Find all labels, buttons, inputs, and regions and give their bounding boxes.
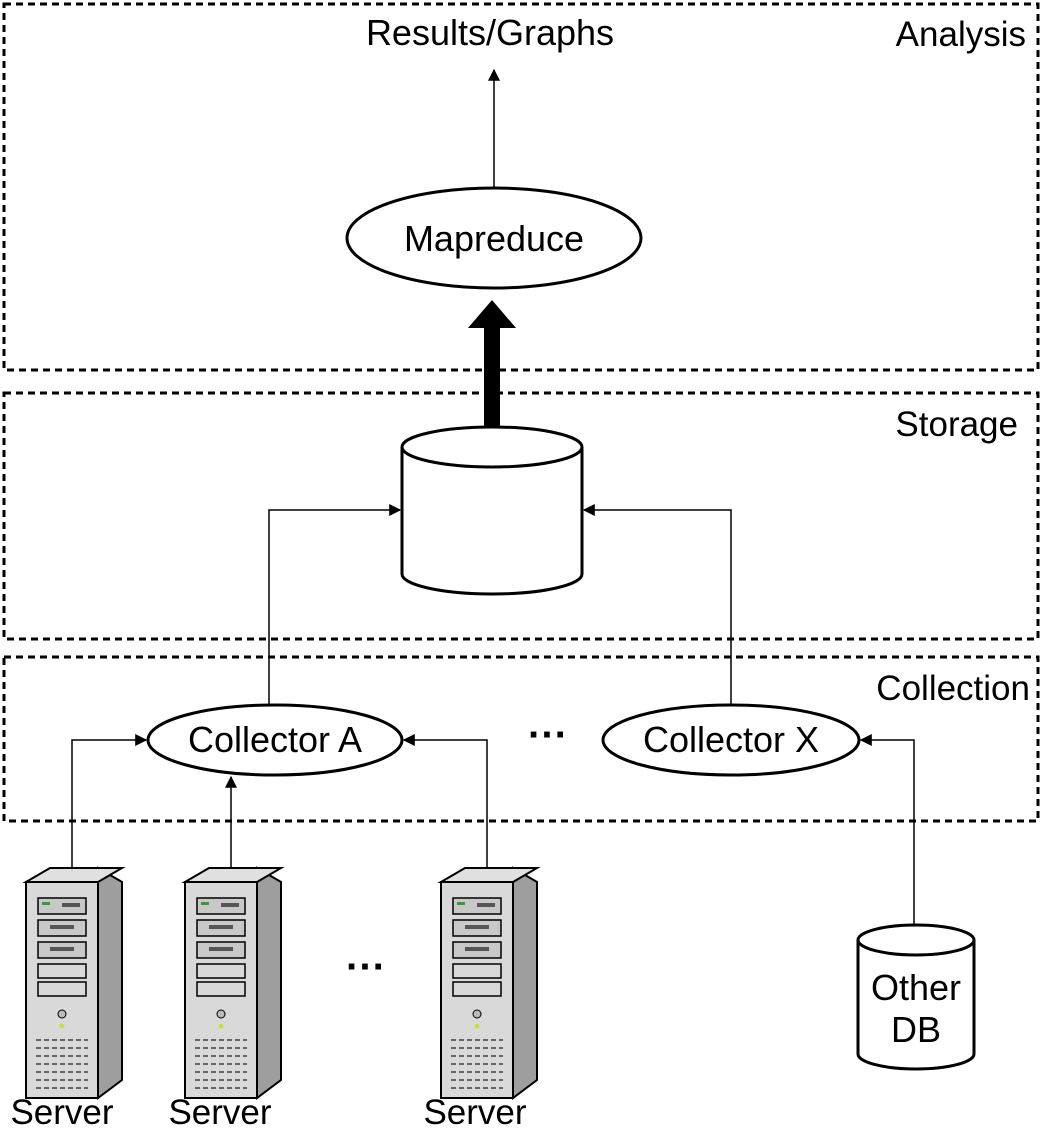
collector-x-to-storage-arrow [582,504,732,705]
server-icon [440,867,538,1099]
server-label: Server [168,1093,271,1132]
server-1-to-collector-a-arrow [71,734,148,868]
results-graphs-label: Results/Graphs [366,12,614,53]
server-3-to-collector-a-arrow [402,734,488,868]
server-icon [184,867,282,1099]
other-db-label-line1: Other [871,967,961,1008]
storage-zone-label: Storage [895,405,1018,444]
collection-zone-label: Collection [876,669,1030,708]
analysis-zone [2,2,1040,372]
mapreduce-node [345,186,643,290]
mapreduce-label: Mapreduce [404,218,584,259]
storage-database-icon [400,425,584,596]
collector-a-node [146,703,404,777]
collector-x-label: Collector X [643,719,819,760]
server-label: Server [423,1093,526,1132]
servers-ellipsis: ··· [346,945,386,989]
server-label: Server [10,1093,113,1132]
collection-zone [2,655,1040,823]
server-icon [25,867,123,1099]
storage-zone [2,391,1040,641]
collector-a-label: Collector A [188,719,362,760]
collector-a-to-storage-arrow [268,504,402,705]
other-db-icon [856,923,976,1071]
collectors-ellipsis: ··· [528,713,568,757]
storage-to-mapreduce-arrow [468,300,516,432]
analysis-zone-label: Analysis [896,15,1026,54]
other-db-to-collector-x-arrow [859,734,915,928]
other-db-label-line2: DB [891,1009,941,1050]
